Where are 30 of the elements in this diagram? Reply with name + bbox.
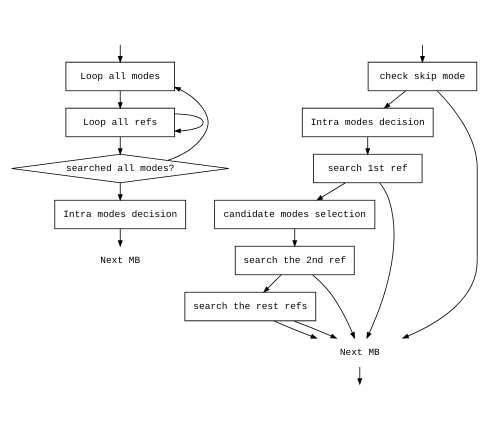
node-box: Loop all refs [66, 107, 175, 137]
arrow [420, 44, 425, 63]
node-box: search 1st ref [312, 153, 422, 183]
arrow [293, 320, 338, 338]
node-text: Next MB [340, 346, 380, 358]
arrow [366, 182, 394, 339]
node-text: Next MB [100, 254, 140, 266]
arrow [118, 90, 123, 109]
arrow [118, 44, 123, 63]
node-box: check skip mode [368, 61, 478, 91]
arrow [357, 366, 362, 385]
arrow [118, 182, 123, 201]
node-box: Intra modes decision [54, 199, 186, 229]
node-box: search the 2nd ref [234, 245, 355, 275]
arrow [262, 274, 282, 293]
arrow [402, 90, 478, 338]
arrow [316, 182, 346, 200]
node-box: Loop all modes [66, 61, 175, 91]
arrow [174, 112, 204, 133]
arrow [273, 320, 318, 338]
node-box: search the rest refs [184, 291, 316, 321]
arrow [118, 228, 123, 247]
node-box: Intra modes decision [302, 107, 434, 137]
node-box: candidate modes selection [214, 199, 376, 229]
arrow [292, 228, 298, 247]
arrow [167, 86, 209, 160]
node-diamond: searched all modes? [11, 153, 230, 183]
arrow [118, 136, 123, 155]
arrow [383, 90, 406, 108]
arrow [365, 136, 370, 155]
